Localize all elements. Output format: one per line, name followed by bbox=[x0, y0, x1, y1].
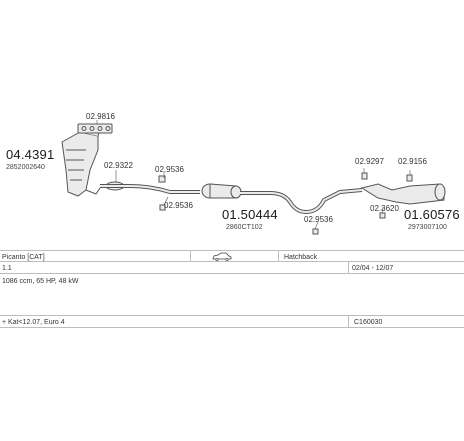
table-row: 1086 ccm, 65 HP, 48 kW bbox=[0, 273, 464, 316]
column-divider bbox=[348, 316, 349, 328]
part-number-middle-silencer[interactable]: 01.50444 bbox=[222, 207, 278, 222]
table-bottom-border bbox=[0, 327, 464, 328]
model-cell: Picanto [CAT] bbox=[2, 254, 45, 261]
rubber-mount[interactable] bbox=[379, 174, 413, 219]
rubber-mount[interactable] bbox=[158, 175, 166, 211]
rear-silencer[interactable] bbox=[360, 183, 446, 205]
oem-number-rear-silencer: 2973007100 bbox=[408, 224, 447, 231]
part-number-catalytic[interactable]: 04.4391 bbox=[6, 147, 55, 162]
column-divider bbox=[278, 251, 279, 262]
accessory-label[interactable]: 02.9536 bbox=[155, 165, 184, 174]
table-row: + Kat<12.07, Euro 4 C160030 bbox=[0, 315, 464, 328]
emission-cell: + Kat<12.07, Euro 4 bbox=[2, 319, 65, 326]
accessory-label[interactable]: 02.9156 bbox=[398, 157, 427, 166]
years-cell: 02/04 - 12/07 bbox=[352, 265, 394, 272]
oem-number-middle-silencer: 2860CT102 bbox=[226, 224, 263, 231]
accessory-label[interactable]: 02.3620 bbox=[370, 204, 399, 213]
accessory-label[interactable]: 02.9322 bbox=[104, 161, 133, 170]
middle-silencer[interactable] bbox=[201, 183, 242, 199]
accessory-label[interactable]: 02.9297 bbox=[355, 157, 384, 166]
rubber-mount[interactable] bbox=[312, 172, 368, 235]
accessory-label[interactable]: 02.9536 bbox=[304, 215, 333, 224]
leader-lines bbox=[96, 120, 411, 230]
body-type-cell: Hatchback bbox=[284, 254, 318, 261]
engine-cell: 1086 ccm, 65 HP, 48 kW bbox=[2, 278, 79, 285]
accessory-label[interactable]: 02.9536 bbox=[164, 201, 193, 210]
car-outline-icon bbox=[212, 252, 232, 263]
code-cell: C160030 bbox=[354, 319, 383, 326]
column-divider bbox=[190, 251, 191, 262]
table-row: Picanto [CAT] Hatchback bbox=[0, 250, 464, 262]
table-row: 1.1 02/04 - 12/07 bbox=[0, 261, 464, 274]
column-divider bbox=[348, 262, 349, 274]
oem-number-catalytic: 2852002640 bbox=[6, 164, 45, 171]
exhaust-diagram bbox=[61, 120, 446, 235]
accessory-label[interactable]: 02.9816 bbox=[86, 112, 115, 121]
catalytic-converter[interactable] bbox=[61, 125, 101, 197]
variant-cell: 1.1 bbox=[2, 265, 12, 272]
part-number-rear-silencer[interactable]: 01.60576 bbox=[404, 207, 460, 222]
manifold-gasket[interactable] bbox=[77, 123, 113, 134]
